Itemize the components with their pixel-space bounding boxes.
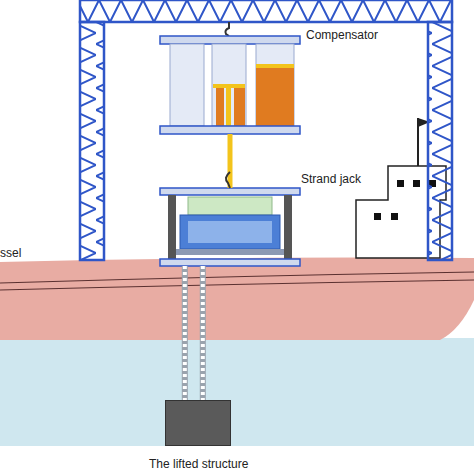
part-label: Strand jack xyxy=(301,172,361,186)
gantry-frame xyxy=(80,0,452,260)
hook xyxy=(226,172,230,188)
vessel-hull xyxy=(0,258,474,341)
strand xyxy=(182,266,188,400)
strand xyxy=(200,266,206,400)
hook xyxy=(225,22,229,36)
strand-twist xyxy=(201,266,205,400)
hull-line xyxy=(0,280,474,290)
part-label: Compensator xyxy=(306,28,378,42)
strand-jack-illustration xyxy=(160,188,300,266)
part-label: The lifted structure xyxy=(149,457,248,471)
vessel-label: ssel xyxy=(0,246,21,260)
piston-rod xyxy=(228,134,233,188)
strand-jack: Strand jack xyxy=(160,188,300,266)
water xyxy=(0,338,474,446)
strand-twist xyxy=(183,266,187,400)
lifted-structure: The lifted structure xyxy=(165,400,231,446)
compensator-illustration xyxy=(160,36,300,134)
compensator: Compensator xyxy=(160,36,300,134)
